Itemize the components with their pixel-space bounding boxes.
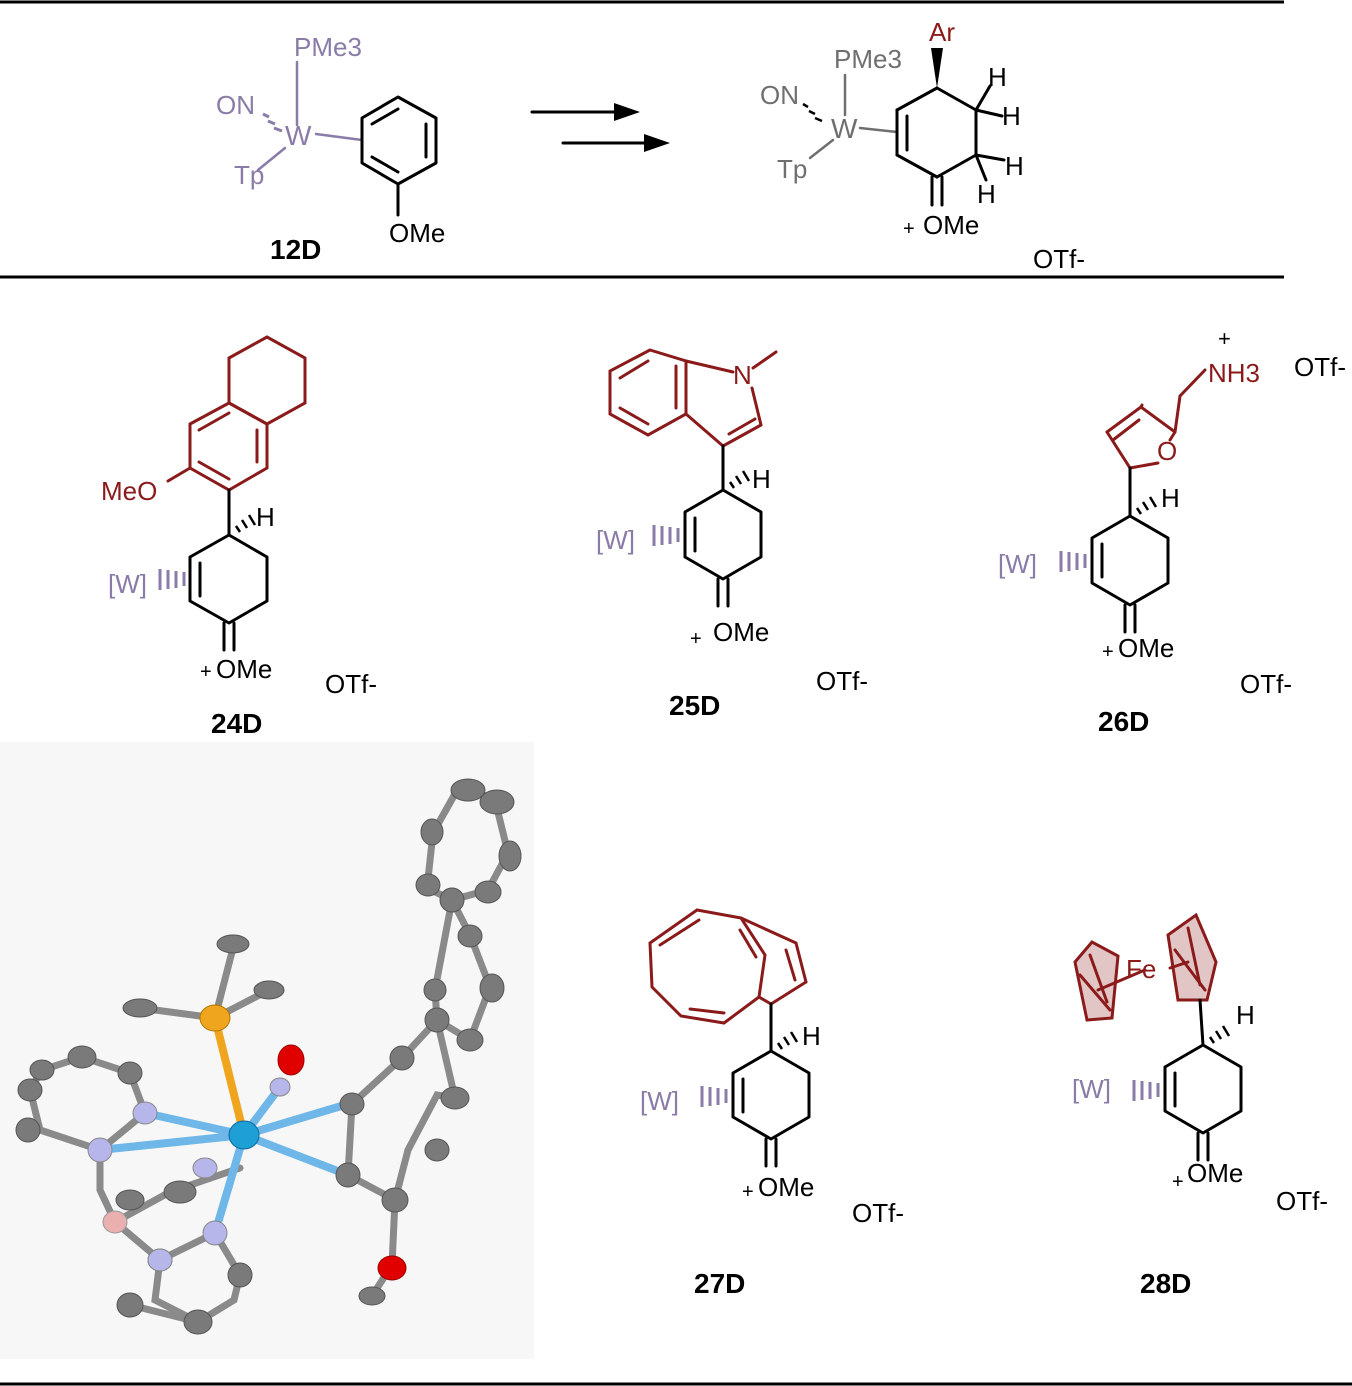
product-ar-text: Ar: [929, 17, 955, 47]
compound-28D: Fe H [W] + OMe OTf- 28D: [1072, 912, 1328, 1299]
product-tp-text: Tp: [777, 154, 807, 184]
28D-fe-text: Fe: [1126, 954, 1156, 984]
product-pme3-text: PMe3: [834, 44, 902, 74]
24D-ome-text: OMe: [216, 654, 272, 684]
24D-h-text: H: [256, 502, 275, 532]
26D-h-text: H: [1161, 483, 1180, 513]
26D-otf2-text: OTf-: [1240, 669, 1292, 699]
26D-ome-text: OMe: [1118, 633, 1174, 663]
product-on-text: ON: [760, 80, 799, 110]
26D-o-text: O: [1157, 436, 1177, 466]
28D-h-text: H: [1236, 1000, 1255, 1030]
26D-nh3-text: NH3: [1208, 358, 1260, 388]
27D-label: 27D: [694, 1268, 745, 1299]
reactant-on-text: ON: [216, 90, 255, 120]
25D-otf-text: OTf-: [816, 666, 868, 696]
reactant-tp-text: Tp: [234, 160, 264, 190]
product-h4: H: [977, 179, 996, 209]
25D-w-text: [W]: [596, 525, 635, 555]
compound-25D: N H [W] + OMe OTf- 25D: [596, 348, 868, 721]
product-h1: H: [988, 62, 1007, 92]
24D-w-text: [W]: [108, 569, 147, 599]
28D-label: 28D: [1140, 1268, 1191, 1299]
27D-h-text: H: [802, 1021, 821, 1051]
reactant-label: 12D: [270, 234, 321, 265]
25D-h-text: H: [752, 464, 771, 494]
product-plus: +: [903, 218, 915, 240]
28D-plus: +: [1172, 1171, 1184, 1193]
reaction-arrows: [530, 103, 670, 152]
24D-otf-text: OTf-: [325, 669, 377, 699]
24D-label: 24D: [211, 708, 262, 739]
product-h3: H: [1005, 151, 1024, 181]
compound-26D: + NH3 OTf- O H [W] + OMe OTf- 26D: [998, 326, 1346, 737]
26D-plus: +: [1102, 641, 1114, 663]
reactant-12D: PMe3 ON W Tp OMe 12D: [216, 32, 445, 265]
27D-plus: +: [742, 1181, 754, 1203]
24D-meo-text: MeO: [101, 476, 157, 506]
product-complex: Ar PMe3 ON W Tp H H H H + OMe OTf-: [760, 17, 1085, 274]
24D-plus: +: [200, 661, 212, 683]
product-ome-text: OMe: [923, 210, 979, 240]
compound-24D: MeO H [W] + OMe OTf- 24D: [101, 335, 377, 739]
26D-ammonium-plus: +: [1218, 326, 1231, 351]
25D-n-text: N: [733, 360, 752, 390]
crystal-structure-image: [0, 742, 534, 1359]
25D-ome-text: OMe: [713, 617, 769, 647]
reactant-w-text: W: [285, 120, 312, 151]
reactant-ome-text: OMe: [389, 218, 445, 248]
28D-ome-text: OMe: [1187, 1158, 1243, 1188]
27D-ome-text: OMe: [758, 1172, 814, 1202]
27D-w-text: [W]: [640, 1086, 679, 1116]
25D-label: 25D: [669, 690, 720, 721]
26D-w-text: [W]: [998, 549, 1037, 579]
25D-plus: +: [690, 628, 702, 650]
28D-otf-text: OTf-: [1276, 1186, 1328, 1216]
26D-otf1-text: OTf-: [1294, 352, 1346, 382]
reactant-pme3-text: PMe3: [294, 32, 362, 62]
27D-otf-text: OTf-: [852, 1198, 904, 1228]
product-w-text: W: [831, 113, 858, 144]
product-h2: H: [1002, 101, 1021, 131]
26D-label: 26D: [1098, 706, 1149, 737]
product-otf-text: OTf-: [1033, 244, 1085, 274]
28D-w-text: [W]: [1072, 1074, 1111, 1104]
compound-27D: H [W] + OMe OTf- 27D: [640, 908, 904, 1299]
